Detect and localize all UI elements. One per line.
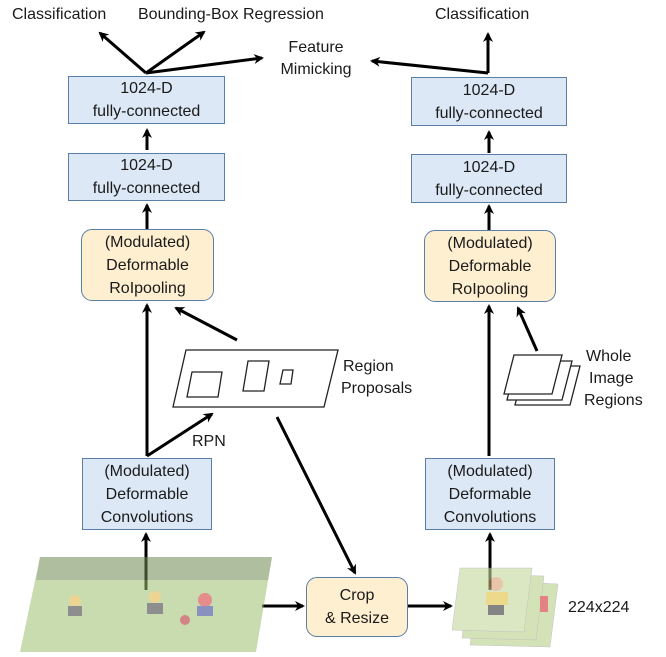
right-fc-top-line1: 1024-D	[462, 81, 516, 99]
crop-resize-line2: & Resize	[324, 610, 390, 627]
arrow-to-feature-mimicking-left	[145, 54, 264, 75]
right-roipooling-line2: Deformable	[448, 257, 532, 275]
left-fc-bottom-box: 1024-D fully-connected	[68, 153, 225, 201]
left-classification-label: Classification	[12, 6, 107, 23]
left-conv-line1: (Modulated)	[104, 462, 190, 480]
left-conv-line2: Deformable	[105, 485, 189, 503]
right-conv-box: (Modulated) Deformable Convolutions	[425, 458, 555, 530]
arrow-to-bbox-regression	[145, 30, 206, 75]
left-fc-bottom-line2: fully-connected	[92, 180, 201, 197]
left-roipooling-line2: Deformable	[106, 256, 189, 274]
crop-resize-box: Crop & Resize	[306, 577, 408, 637]
arrow-to-classification-left	[98, 31, 147, 75]
right-roipooling-box: (Modulated) Deformable RoIpooling	[424, 230, 556, 302]
feature-mimicking-label: Feature Mimicking	[268, 37, 364, 81]
crop-resize-line1: Crop	[339, 587, 375, 604]
bbox-regression-label: Bounding-Box Regression	[138, 6, 324, 23]
right-classification-label: Classification	[435, 6, 530, 23]
left-roipooling-line1: (Modulated)	[104, 233, 191, 251]
arrow-to-feature-mimicking-right	[370, 56, 489, 75]
region-proposals-line2: Proposals	[341, 380, 413, 397]
arrow-whole-regions-to-pool	[516, 306, 539, 352]
right-roipooling-line3: RoIpooling	[451, 280, 529, 298]
feature-mimicking-line1: Feature	[288, 39, 344, 56]
left-fc-top-line2: fully-connected	[92, 103, 201, 120]
feature-mimicking-line2: Mimicking	[280, 61, 352, 78]
region-proposals-line1: Region	[343, 358, 394, 375]
left-fc-top-box: 1024-D fully-connected	[68, 76, 225, 124]
right-conv-line1: (Modulated)	[447, 462, 533, 480]
right-fc-bottom-box: 1024-D fully-connected	[411, 154, 567, 203]
right-fc-bottom-line1: 1024-D	[462, 158, 516, 176]
left-fc-top-line1: 1024-D	[120, 80, 173, 97]
left-fc-bottom-line1: 1024-D	[120, 157, 173, 174]
rpn-label: RPN	[192, 433, 226, 450]
crop-size-label: 224x224	[568, 599, 630, 616]
region-proposals-icon	[172, 349, 339, 408]
left-conv-line3: Convolutions	[100, 508, 194, 526]
arrow-proposals-to-pool	[174, 306, 238, 342]
whole-image-regions-line1: Whole	[586, 348, 632, 365]
cropped-regions-image	[451, 567, 559, 648]
whole-image-regions-line3: Regions	[584, 392, 643, 409]
right-conv-line3: Convolutions	[443, 508, 537, 526]
left-roipooling-line3: RoIpooling	[109, 279, 186, 297]
left-conv-box: (Modulated) Deformable Convolutions	[82, 458, 212, 530]
right-fc-bottom-line2: fully-connected	[435, 181, 543, 199]
left-roipooling-box: (Modulated) Deformable RoIpooling	[81, 229, 214, 301]
whole-image-regions-line2: Image	[589, 370, 634, 387]
right-fc-top-line2: fully-connected	[435, 104, 543, 122]
region-proposals-label: Region Proposals	[341, 356, 412, 400]
arrow-proposals-to-crop	[275, 416, 357, 575]
right-roipooling-line1: (Modulated)	[447, 234, 533, 252]
right-conv-line2: Deformable	[448, 485, 532, 503]
whole-image-regions-label: Whole Image Regions	[584, 346, 643, 412]
whole-image-regions-icon	[503, 354, 581, 406]
right-fc-top-box: 1024-D fully-connected	[411, 77, 567, 126]
input-image	[20, 557, 272, 652]
arrow-rpn	[146, 412, 214, 458]
